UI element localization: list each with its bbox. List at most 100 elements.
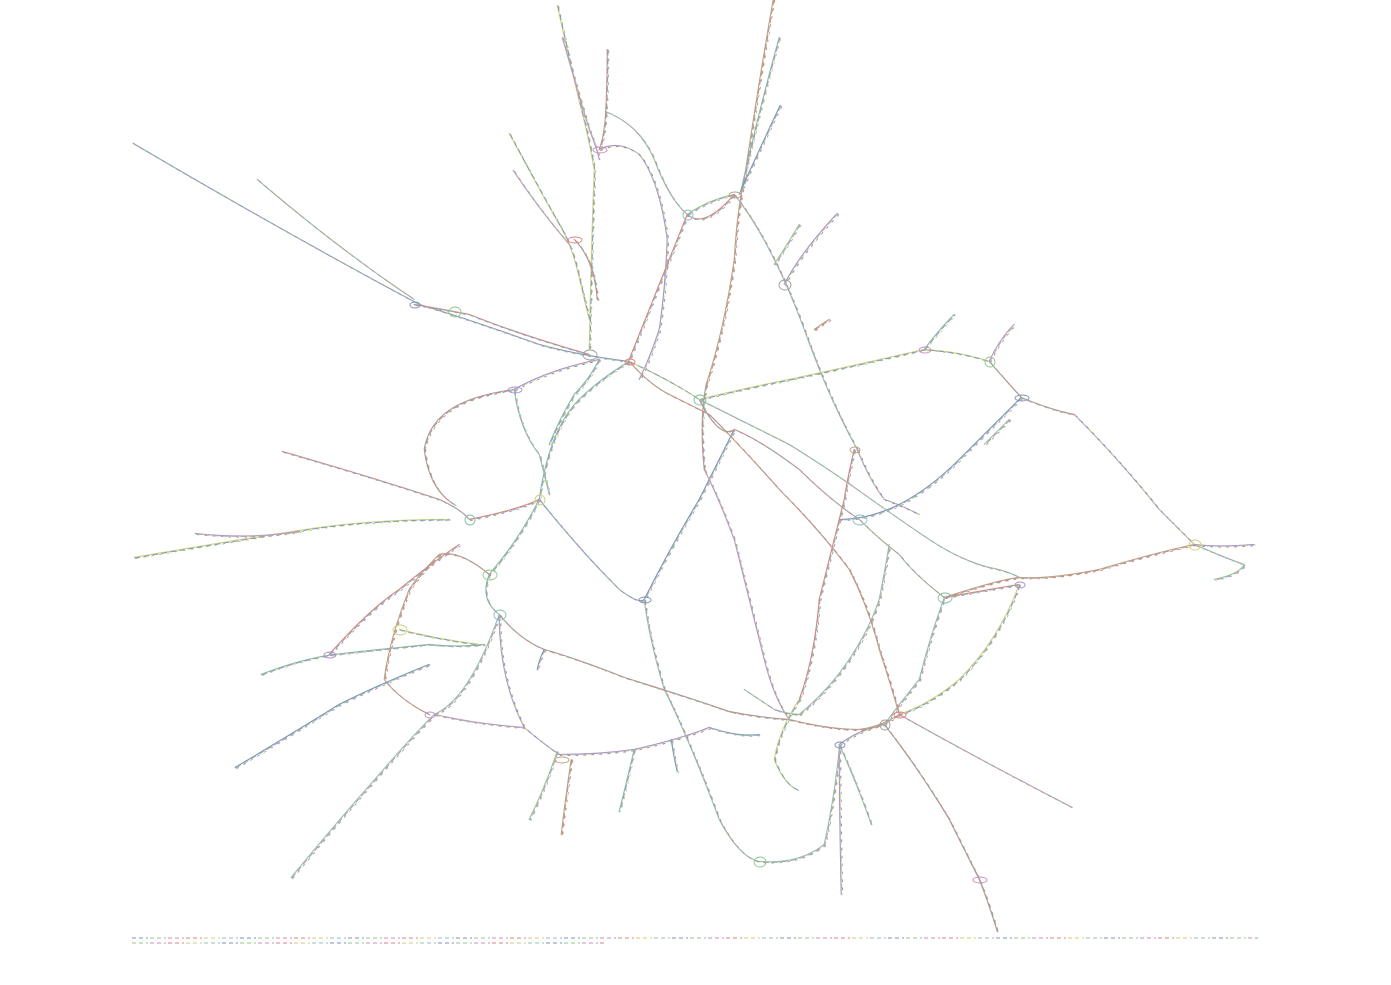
junction-node xyxy=(567,236,583,244)
edge-bundle xyxy=(800,450,857,702)
edge-bundle xyxy=(400,630,482,647)
edge-bundle xyxy=(775,225,802,267)
edge-bundle xyxy=(261,644,486,676)
edge-bundle xyxy=(838,723,885,895)
edge-bundle xyxy=(700,400,1022,580)
edge-bundle xyxy=(556,4,595,350)
edge-bundle xyxy=(538,428,735,602)
edge-bundle xyxy=(898,583,1020,715)
edge-bundle xyxy=(234,663,430,768)
edge-bundle xyxy=(884,724,999,933)
edge-bundle xyxy=(510,134,592,322)
edge-bundle xyxy=(775,700,802,792)
edge-bundle xyxy=(628,348,990,400)
edge-bundle xyxy=(514,359,601,391)
edge-bundle xyxy=(741,37,781,191)
edge-bundle xyxy=(645,600,842,864)
junction-node xyxy=(424,711,436,719)
edge-bundle xyxy=(605,111,736,216)
edge-bundle xyxy=(857,449,921,516)
edge-bundle xyxy=(514,389,551,496)
junction-node xyxy=(624,358,636,366)
edge-bundle xyxy=(708,726,760,736)
edge-bundle xyxy=(514,171,572,247)
junction-node xyxy=(918,346,932,354)
edge-bundle xyxy=(734,194,859,451)
edge-bundle xyxy=(539,429,736,602)
edge-bundle xyxy=(860,520,947,727)
edge-bundle xyxy=(398,628,480,645)
junction-node xyxy=(728,191,742,199)
junction-node xyxy=(448,306,462,318)
edge-bundle xyxy=(800,545,892,717)
edge-bundle xyxy=(563,38,602,162)
edge-bundle xyxy=(783,212,838,285)
edge-bundle xyxy=(988,360,1075,415)
edge-bundle xyxy=(328,543,460,655)
junction-node xyxy=(972,876,988,884)
edge-bundle xyxy=(627,194,736,366)
edge-bundle xyxy=(839,397,1023,521)
edge-bundle xyxy=(839,724,886,896)
edge-bundle xyxy=(499,614,711,756)
junction-node xyxy=(893,711,907,719)
edge-bundle xyxy=(562,760,574,837)
edge-bundle xyxy=(985,420,1012,447)
edge-bundle xyxy=(1075,415,1257,548)
edge-bundle xyxy=(789,714,901,731)
edge-bundle xyxy=(699,399,1021,579)
edge-bundle xyxy=(194,530,300,537)
edge-bundle xyxy=(515,360,602,392)
junction-node xyxy=(392,624,408,636)
edge-bundle xyxy=(701,383,707,470)
edge-bundle xyxy=(740,106,783,197)
edge-bundle xyxy=(549,359,601,446)
junction-node xyxy=(984,356,996,368)
edge-bundle xyxy=(291,614,501,879)
edge-bundle xyxy=(485,360,630,615)
edge-bundle xyxy=(529,751,559,821)
edge-bundle xyxy=(513,358,600,390)
edge-bundle xyxy=(773,223,800,265)
edge-bundle xyxy=(705,470,792,722)
edge-bundle xyxy=(735,195,860,452)
edge-bundle xyxy=(990,325,1017,364)
edge-bundle xyxy=(924,314,956,351)
edge-bundle xyxy=(798,543,890,715)
junction-node xyxy=(682,209,694,221)
edge-bundle xyxy=(705,0,774,385)
edge-bundle xyxy=(558,6,597,352)
edge-bundle xyxy=(561,759,573,836)
edge-bundle xyxy=(599,145,669,381)
edge-bundle xyxy=(856,448,920,515)
edge-bundle xyxy=(604,110,735,215)
edge-bundle xyxy=(134,519,451,559)
edge-bundle xyxy=(536,648,545,670)
edge-bundle xyxy=(859,519,946,726)
isolated-nodes-strip xyxy=(132,937,1258,944)
edge-bundle xyxy=(626,193,735,365)
edge-bundle xyxy=(923,313,955,350)
edge-bundle xyxy=(739,105,782,196)
edge-bundle xyxy=(774,224,801,266)
edge-bundle xyxy=(943,543,1195,598)
edge-bundle xyxy=(598,144,668,380)
edge-bundle xyxy=(709,727,761,737)
edge-bundle xyxy=(699,399,861,521)
edge-bundle xyxy=(799,544,891,716)
edge-bundle xyxy=(840,398,1024,522)
junction-node xyxy=(778,279,792,291)
edge-bundle xyxy=(256,178,415,300)
edge-bundle xyxy=(562,37,601,161)
edge-bundles xyxy=(132,0,1257,934)
edge-bundle xyxy=(281,450,540,520)
edge-bundle xyxy=(509,133,591,321)
edge-bundle xyxy=(500,615,792,722)
edge-bundle xyxy=(574,239,599,301)
edge-bundle xyxy=(135,520,452,560)
edge-bundle xyxy=(486,361,631,616)
edge-bundle xyxy=(620,750,637,814)
edge-bundle xyxy=(700,400,862,522)
edge-bundle xyxy=(945,585,1022,600)
